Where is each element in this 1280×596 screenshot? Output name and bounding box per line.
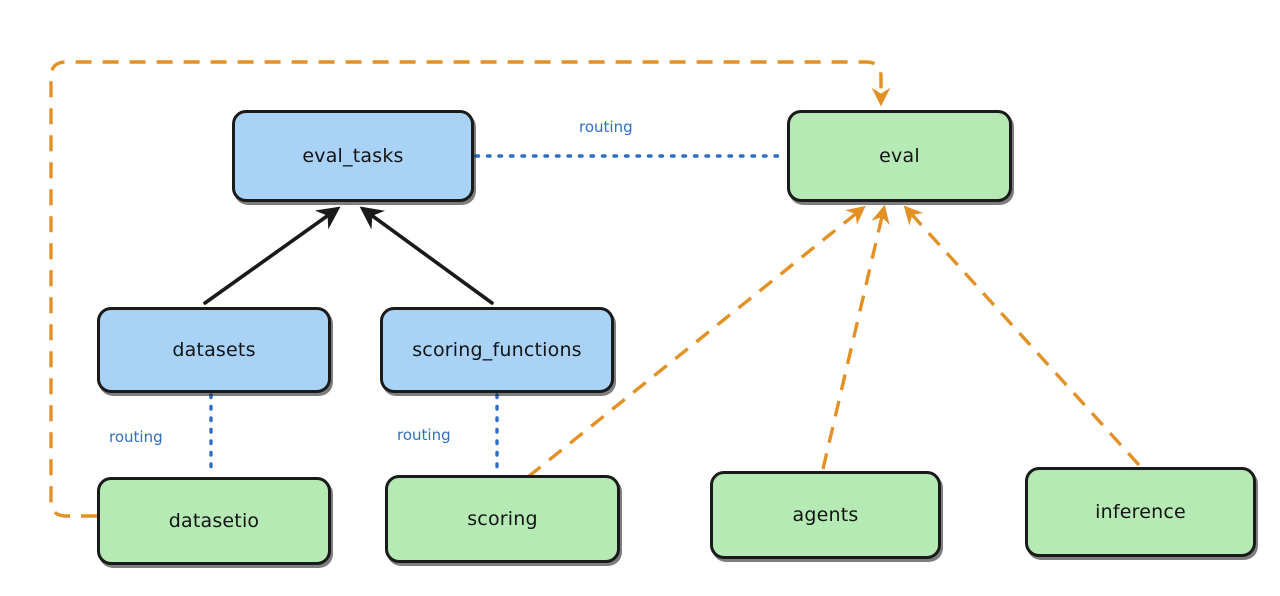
edge-agents-to-eval <box>821 204 890 470</box>
node-label: eval_tasks <box>302 145 404 167</box>
node-label: datasetio <box>168 510 260 532</box>
edge-label-routing-eval-tasks-eval: routing <box>579 118 633 136</box>
node-scoring[interactable]: scoring <box>385 475 620 563</box>
node-label: scoring <box>467 508 538 530</box>
node-label: scoring_functions <box>412 339 582 361</box>
node-label: agents <box>792 504 859 526</box>
node-eval-tasks[interactable]: eval_tasks <box>232 110 474 202</box>
edge-datasets-to-eval_tasks <box>203 206 341 305</box>
edge-inference-to-eval <box>903 205 1141 467</box>
edge-label-routing-datasets-datasetio: routing <box>109 428 163 446</box>
node-label: datasets <box>172 339 256 361</box>
node-datasetio[interactable]: datasetio <box>97 477 331 565</box>
node-datasets[interactable]: datasets <box>97 307 331 393</box>
node-agents[interactable]: agents <box>710 471 941 559</box>
node-inference[interactable]: inference <box>1025 467 1256 557</box>
edge-label-routing-scoring-functions-scoring: routing <box>397 426 451 444</box>
node-scoring-functions[interactable]: scoring_functions <box>380 307 614 393</box>
node-label: inference <box>1095 501 1186 523</box>
edge-scoring_functions-to-eval_tasks <box>359 206 494 305</box>
node-label: eval <box>879 145 920 167</box>
edge-datasetio-to-eval <box>49 60 891 518</box>
node-eval[interactable]: eval <box>787 110 1012 202</box>
edge-scoring-to-eval <box>526 205 866 479</box>
